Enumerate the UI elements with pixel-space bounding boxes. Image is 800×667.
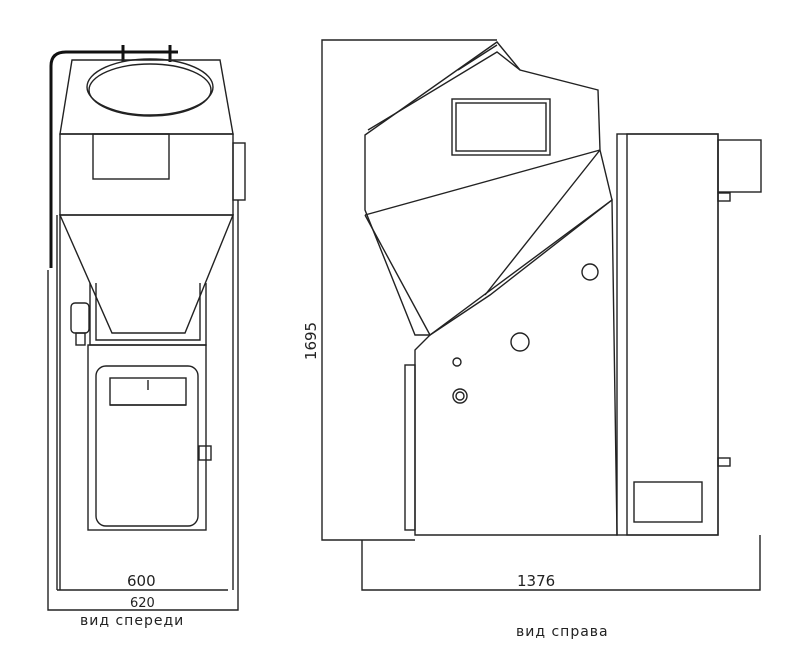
main-body [414, 198, 618, 536]
side-box [232, 142, 246, 201]
port-ring-inner [455, 391, 465, 401]
hood-window [451, 98, 551, 156]
front-dim-620: 620 [130, 596, 155, 611]
hopper-frame [89, 283, 207, 346]
body-sides [56, 215, 234, 590]
lower-panel [87, 344, 207, 531]
pipe [49, 50, 178, 268]
hopper [58, 214, 235, 334]
hood-window-inner [455, 102, 547, 152]
hood-top-edge [367, 44, 521, 131]
cabinet-hinge [717, 457, 731, 467]
side-view [321, 39, 762, 591]
cabinet-top-box [717, 139, 762, 193]
latch [198, 445, 212, 461]
top-hatch-rim [88, 63, 212, 117]
side-dim-1376: 1376 [517, 572, 556, 590]
port-large [581, 263, 599, 281]
side-view-title: вид справа [516, 624, 609, 640]
inspection-window [92, 133, 170, 180]
port-ring [452, 388, 468, 404]
cabinet-panel [633, 481, 703, 523]
side-dimension-length-frame [361, 535, 761, 591]
hood-lines [364, 149, 601, 336]
upper-section [59, 133, 234, 216]
top-cover [59, 59, 234, 135]
cabinet-hinge [717, 192, 731, 202]
motor-icon [70, 302, 90, 346]
front-dim-600: 600 [127, 572, 156, 590]
front-plate [404, 364, 416, 531]
cabinet [616, 133, 719, 536]
port-small [452, 357, 462, 367]
cabinet-inner [626, 133, 719, 536]
door [95, 365, 199, 527]
side-dim-1695: 1695 [302, 321, 321, 361]
top-hatch [86, 58, 214, 116]
front-dimension-frame-620 [47, 200, 239, 611]
side-dimension-height-frame [321, 39, 497, 541]
front-view-title: вид спереди [80, 613, 185, 629]
front-view [47, 45, 246, 611]
port-medium [510, 332, 530, 352]
